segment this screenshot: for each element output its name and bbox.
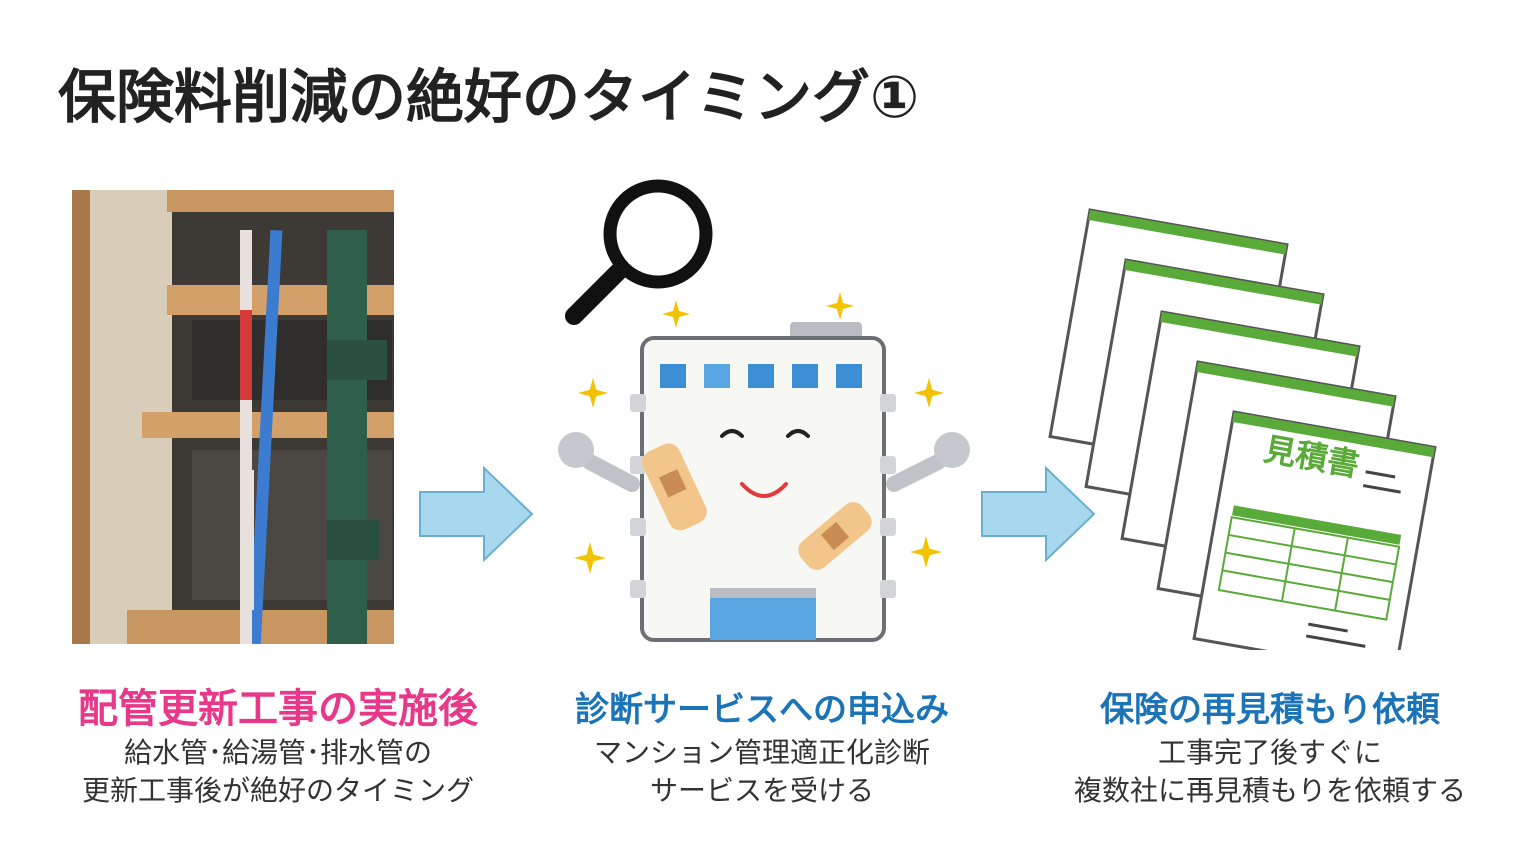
estimate-documents-illustration: 見積書 (1040, 200, 1470, 650)
sparkle-icon (914, 378, 944, 408)
pipe-renovation-photo (72, 190, 394, 644)
sparkle-icon (826, 292, 854, 320)
step3-desc-line1: 工事完了後すぐに (1157, 736, 1382, 769)
arrow-right-icon (981, 466, 1096, 562)
arrow-right-icon (419, 466, 534, 562)
sparkle-icon (662, 300, 690, 328)
step2-desc-line2: サービスを受ける (649, 774, 874, 807)
building-character-illustration (558, 322, 970, 642)
page-title: 保険料削減の絶好のタイミング① (58, 63, 920, 131)
step1-desc-line2: 更新工事後が絶好のタイミング (81, 774, 474, 807)
step3-heading: 保険の再見積もり依頼 (1100, 690, 1440, 730)
step2-heading: 診断サービスへの申込み (575, 690, 949, 730)
step1-heading: 配管更新工事の実施後 (78, 686, 478, 732)
sparkle-icon (574, 542, 606, 574)
step2-desc-line1: マンション管理適正化診断 (593, 736, 930, 769)
sparkle-icon (910, 536, 942, 568)
step1-desc-line1: 給水管･給湯管･排水管の (123, 736, 432, 769)
magnifier-icon (565, 179, 713, 325)
sparkle-icon (578, 378, 608, 408)
step3-desc-line2: 複数社に再見積もりを依頼する (1073, 774, 1466, 807)
